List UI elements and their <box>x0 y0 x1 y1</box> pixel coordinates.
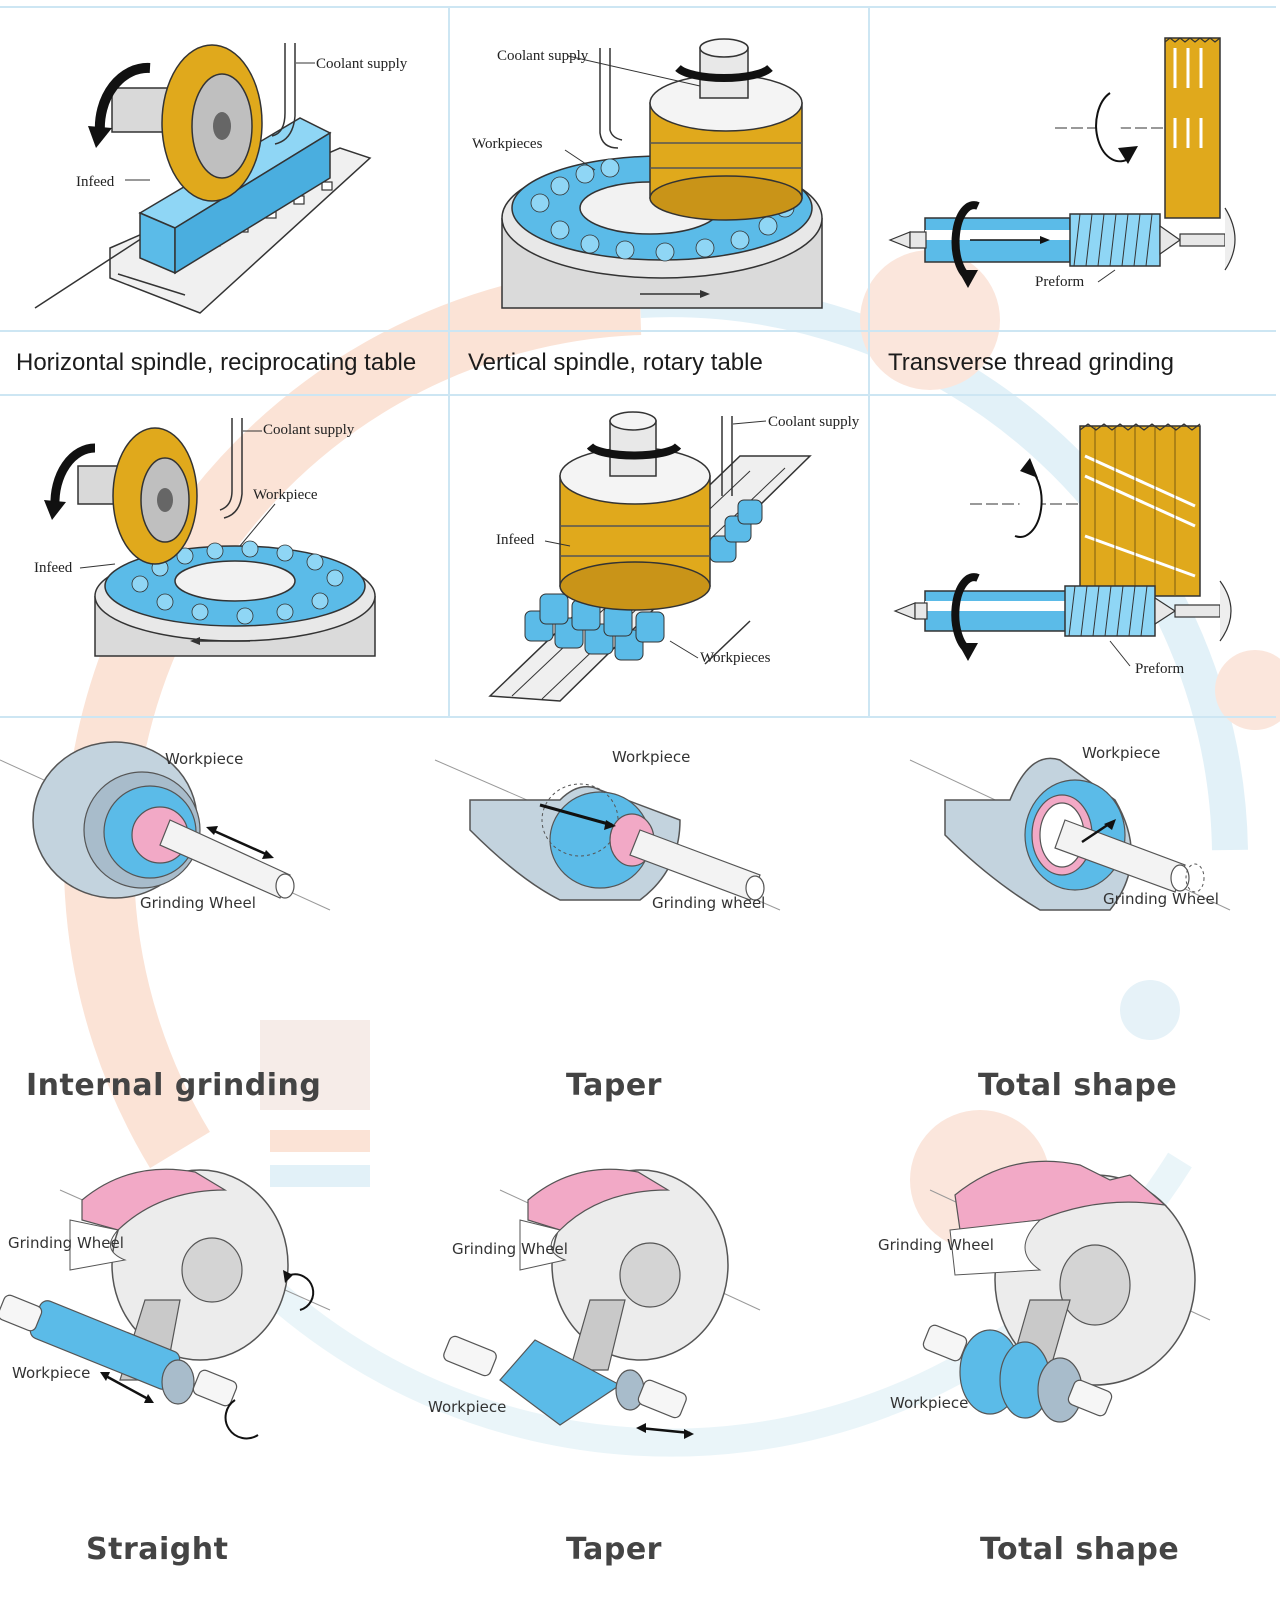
cell-horizontal-reciprocating: Coolant supply Infeed Horizontal spindle… <box>0 8 450 394</box>
external-total-shape-figure: Grinding Wheel Workpiece <box>878 1160 1211 1423</box>
workpieces-label: Workpieces <box>700 650 771 666</box>
title-straight: Straight <box>86 1532 229 1567</box>
workpiece-label: Workpiece <box>890 1394 968 1412</box>
internal-total-shape-figure: Workpiece Grinding Wheel <box>909 744 1231 911</box>
grinding-wheel-label: Grinding Wheel <box>452 1240 568 1258</box>
external-taper-figure: Grinding Wheel Workpiece <box>428 1168 761 1439</box>
grinding-wheel-label: Grinding wheel <box>652 894 765 912</box>
coolant-supply-label: Coolant supply <box>768 414 860 430</box>
coolant-supply-label: Coolant supply <box>263 422 355 438</box>
title-internal-grinding: Internal grinding <box>26 1068 322 1103</box>
plunge-thread-illustration: Preform <box>893 423 1232 677</box>
preform-label: Preform <box>1035 274 1084 290</box>
infeed-label: Infeed <box>34 560 73 576</box>
cell-horizontal-rotary: Coolant supply Workpiece Infeed <box>0 396 450 716</box>
coolant-supply-label: Coolant supply <box>316 56 408 72</box>
internal-taper-figure: Workpiece Grinding wheel <box>434 748 781 912</box>
title-internal-taper: Taper <box>566 1068 662 1103</box>
infeed-label: Infeed <box>76 174 115 190</box>
horizontal-rotary-illustration: Coolant supply Workpiece Infeed <box>34 418 376 657</box>
external-grinding-illustrations: Grinding Wheel Workpiece Grinding Wheel … <box>0 1160 1211 1440</box>
coolant-supply-label: Coolant supply <box>497 48 589 64</box>
grinding-wheel-label: Grinding Wheel <box>1103 890 1219 908</box>
grinding-wheel-label: Grinding Wheel <box>140 894 256 912</box>
workpiece-label: Workpiece <box>165 750 243 768</box>
cell-transverse-thread: Preform Transverse thread grinding <box>870 8 1276 394</box>
vertical-reciprocating-illustration: Coolant supply Infeed Workpieces <box>488 411 860 702</box>
title-internal-total-shape: Total shape <box>978 1068 1178 1103</box>
internal-grinding-illustrations: Workpiece Grinding Wheel Workpiece Grind… <box>0 741 1231 912</box>
internal-grinding-figure: Workpiece Grinding Wheel <box>0 741 331 912</box>
grinding-wheel-label: Grinding Wheel <box>878 1236 994 1254</box>
workpiece-label: Workpiece <box>1082 744 1160 762</box>
cell-vertical-rotary: Coolant supply Workpieces Vertical spind… <box>450 8 870 394</box>
title-external-taper: Taper <box>566 1532 662 1567</box>
table-row: Coolant supply Infeed Horizontal spindle… <box>0 8 1276 396</box>
straight-figure: Grinding Wheel Workpiece <box>0 1168 331 1440</box>
caption-horizontal-reciprocating: Horizontal spindle, reciprocating table <box>16 349 417 376</box>
transverse-thread-illustration: Preform <box>888 37 1236 290</box>
caption-transverse-thread: Transverse thread grinding <box>888 349 1174 376</box>
workpiece-label: Workpiece <box>253 487 318 503</box>
title-external-total-shape: Total shape <box>980 1532 1180 1567</box>
table-row: Coolant supply Workpiece Infeed <box>0 396 1276 718</box>
grinding-wheel-label: Grinding Wheel <box>8 1234 124 1252</box>
workpiece-label: Workpiece <box>12 1364 90 1382</box>
workpieces-label: Workpieces <box>472 136 543 152</box>
preform-label: Preform <box>1135 661 1184 677</box>
caption-vertical-rotary: Vertical spindle, rotary table <box>468 349 763 376</box>
workpiece-label: Workpiece <box>612 748 690 766</box>
cell-plunge-thread: Preform <box>870 396 1276 716</box>
workpiece-label: Workpiece <box>428 1398 506 1416</box>
vertical-rotary-illustration: Coolant supply Workpieces <box>472 38 823 309</box>
horizontal-reciprocating-illustration: Coolant supply Infeed <box>34 43 408 314</box>
machine-configurations-table: Coolant supply Infeed Horizontal spindle… <box>0 6 1276 784</box>
cell-vertical-reciprocating: Coolant supply Infeed Workpieces <box>450 396 870 716</box>
infeed-label: Infeed <box>496 532 535 548</box>
